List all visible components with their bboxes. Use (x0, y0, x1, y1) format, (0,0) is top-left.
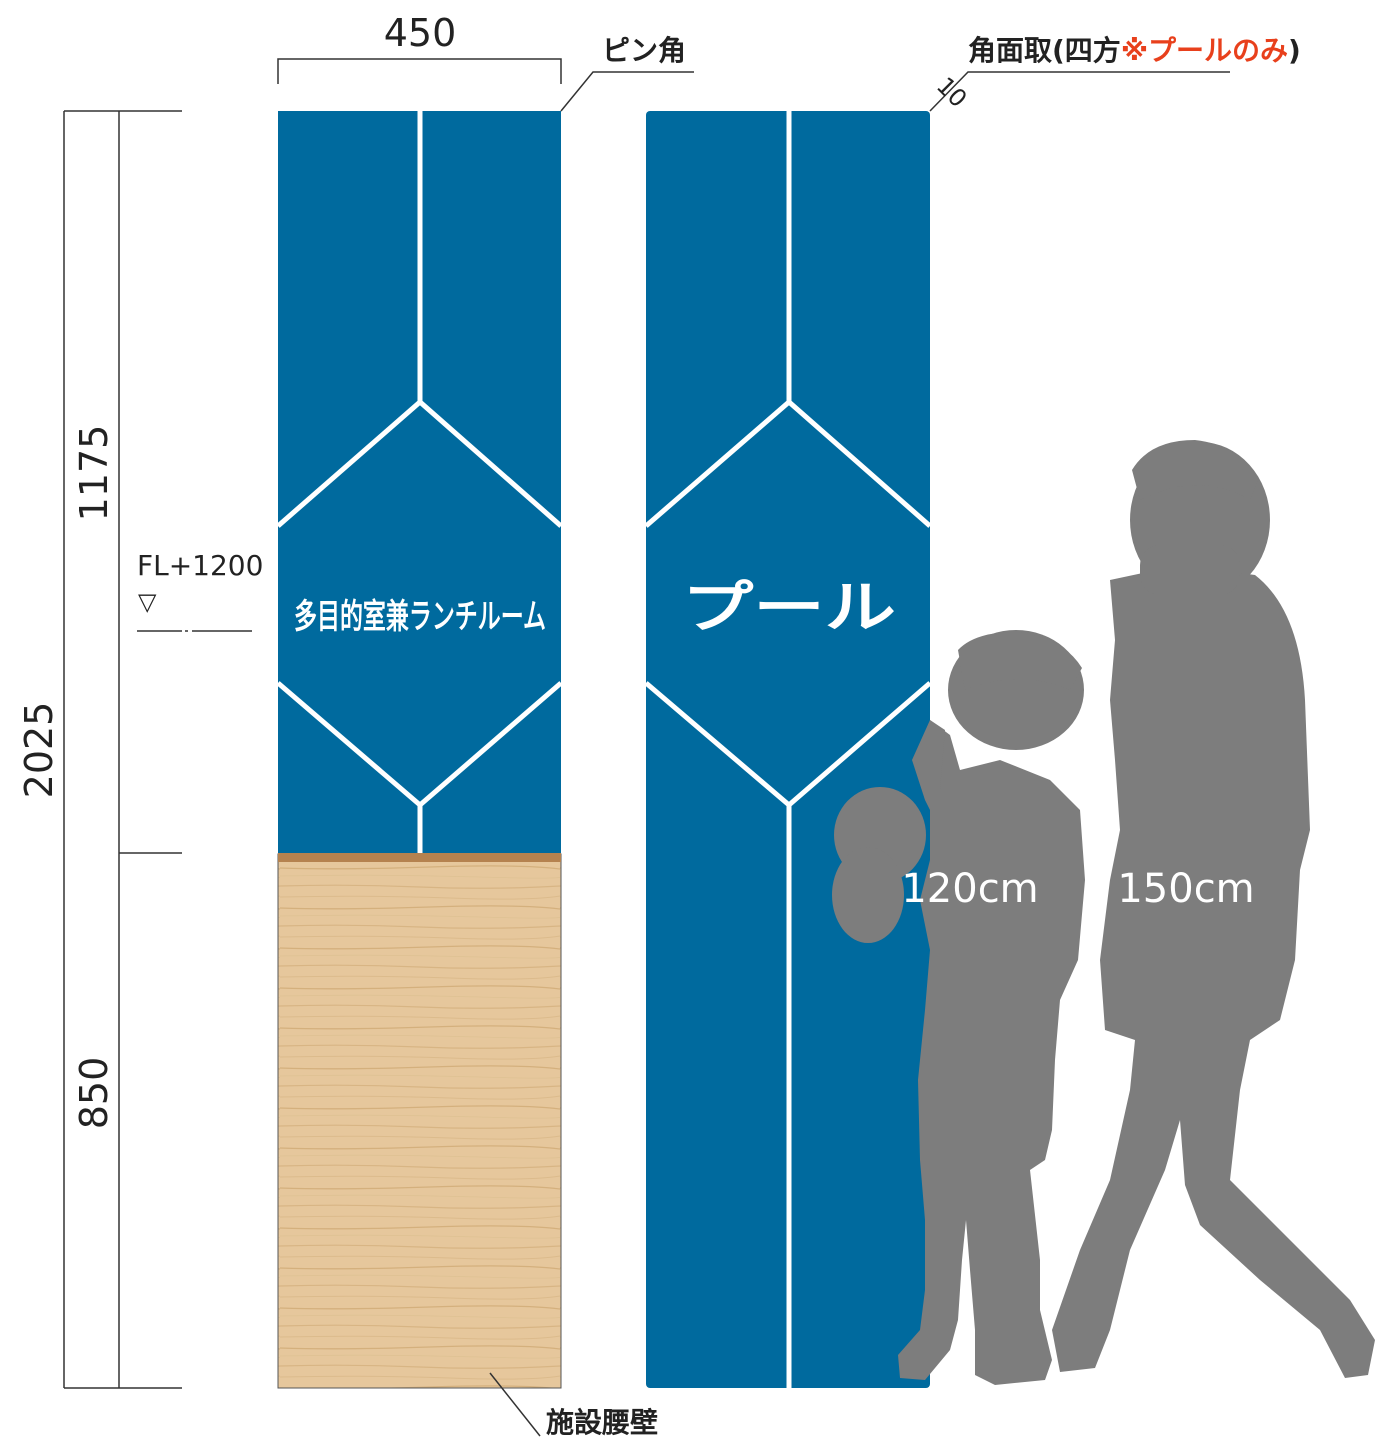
total-height-dimension: 2025 (17, 702, 61, 799)
chamfer-note-highlight: ※プールのみ (1121, 34, 1288, 67)
floor-level-label: FL+1200 (137, 549, 263, 582)
right-sign-panel: プール (644, 111, 932, 1388)
chamfer-note: 角面取(四方※プールのみ) (968, 34, 1301, 67)
chamfer-size-dimension: 10 (931, 72, 972, 113)
waist-wall-note: 施設腰壁 (546, 1406, 658, 1439)
child-silhouette (832, 630, 1085, 1385)
left-sign-label: 多目的室兼ランチルーム (294, 597, 546, 637)
chamfer-note-suffix: ) (1288, 34, 1301, 67)
left-panel-wood-wainscot (277, 853, 562, 1389)
adult-silhouette (1052, 440, 1375, 1378)
floor-level-symbol: ▽ (138, 588, 157, 616)
chamfer-note-prefix: 角面取(四方 (968, 34, 1121, 67)
pin-corner-note: ピン角 (602, 34, 686, 67)
right-panel-blue-area (646, 111, 930, 1388)
right-sign-label: プール (682, 576, 896, 641)
right-panel-white-lines (644, 111, 932, 1388)
width-dimension: 450 (384, 11, 457, 55)
lower-height-dimension: 850 (72, 1057, 116, 1130)
left-panel-white-lines (276, 111, 563, 853)
upper-height-dimension: 1175 (72, 425, 116, 522)
adult-height-label: 150cm (1117, 866, 1254, 912)
dimension-lines (63, 58, 1230, 1437)
left-panel-wood-top-edge (278, 853, 561, 862)
child-height-label: 120cm (901, 866, 1038, 912)
left-sign-panel: 多目的室兼ランチルーム (276, 111, 563, 1389)
